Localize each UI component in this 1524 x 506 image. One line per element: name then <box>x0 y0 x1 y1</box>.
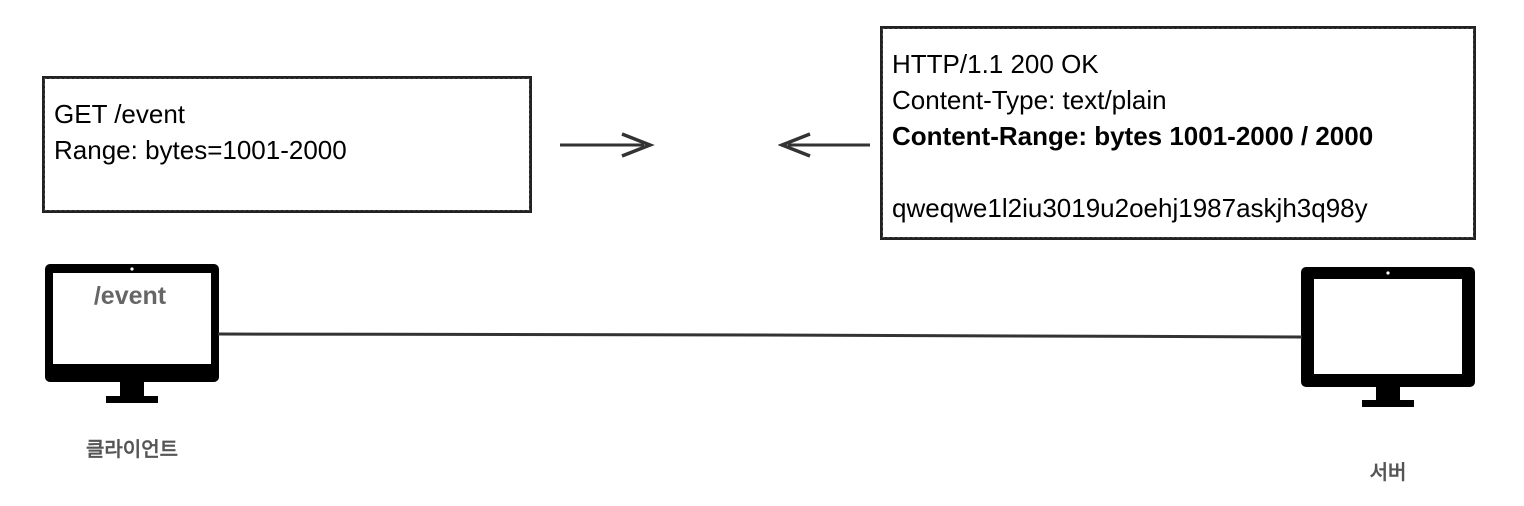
response-blank-line <box>892 154 1473 190</box>
client-screen-url: /event <box>93 282 167 310</box>
server-monitor-icon <box>1301 267 1475 407</box>
request-line: GET /event <box>54 99 186 129</box>
request-range-header: Range: bytes=1001-2000 <box>54 135 347 165</box>
client-monitor-icon <box>45 264 219 403</box>
client-label: 클라이언트 <box>86 437 178 461</box>
request-arrow-right-icon <box>560 132 655 158</box>
response-arrow-left-icon <box>778 132 870 158</box>
response-body: qweqwe1l2iu3019u2oehj1987askjh3q98y <box>892 193 1368 223</box>
server-label: 서버 <box>1369 460 1407 484</box>
response-message-box: HTTP/1.1 200 OK Content-Type: text/plain… <box>880 26 1476 240</box>
network-connection-line <box>218 332 1302 339</box>
response-content-type-header: Content-Type: text/plain <box>892 85 1167 115</box>
request-message-box: GET /event Range: bytes=1001-2000 <box>42 76 532 213</box>
response-content-range-header: Content-Range: bytes 1001-2000 / 2000 <box>892 121 1374 151</box>
response-status-line: HTTP/1.1 200 OK <box>892 49 1099 79</box>
